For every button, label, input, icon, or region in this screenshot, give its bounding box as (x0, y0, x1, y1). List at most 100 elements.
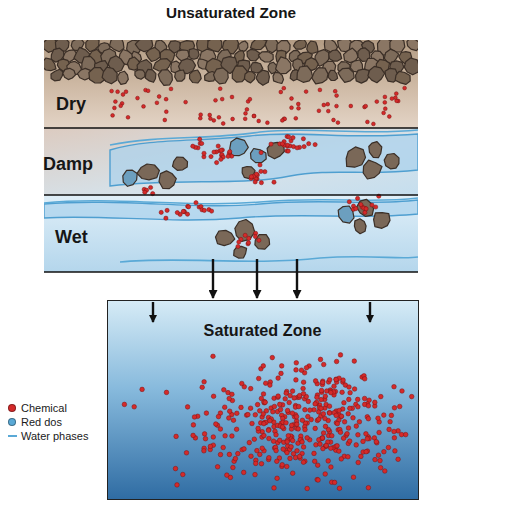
chemical-dot (388, 419, 393, 424)
chemical-dot (334, 377, 339, 382)
chemical-dot (253, 472, 258, 477)
chemical-dot (383, 101, 387, 105)
chemical-dot (191, 144, 195, 148)
chemical-dot (222, 388, 227, 393)
band-label: Damp (43, 154, 117, 176)
chemical-dot (347, 397, 352, 402)
saturated-box (108, 301, 419, 500)
chemical-dot (378, 465, 383, 470)
soil-grain (258, 52, 273, 62)
chemical-dot (338, 430, 343, 435)
chemical-dot (382, 111, 386, 115)
chemical-dot (271, 439, 276, 444)
chemical-dot (348, 406, 353, 411)
soil-grain (242, 167, 255, 179)
chemical-dot (274, 448, 279, 453)
soil-grain (145, 69, 156, 82)
chemical-dot (315, 477, 320, 482)
chemical-dot (346, 411, 351, 416)
chemical-dot (334, 413, 339, 418)
chemical-dot (320, 380, 325, 385)
chemical-dot (174, 434, 179, 439)
chemical-dot (280, 462, 285, 467)
chemical-dot (315, 463, 320, 468)
chemical-dot (230, 392, 235, 397)
chemical-dot (236, 451, 241, 456)
chemical-dot (271, 409, 276, 414)
chemical-dot (319, 388, 324, 393)
chemical-dot (175, 483, 180, 488)
soil-grain (395, 71, 410, 84)
chemical-dot (347, 385, 352, 390)
chemical-dot (299, 368, 304, 373)
soil-grain (354, 219, 366, 234)
chemical-dot (290, 106, 294, 110)
chemical-dot (296, 404, 301, 409)
chemical-dot (292, 396, 297, 401)
chemical-dot (261, 412, 266, 417)
soil-grain (102, 67, 117, 84)
chemical-dot (191, 433, 196, 438)
chemical-dot (289, 423, 294, 428)
chemical-dot (288, 393, 293, 398)
chemical-dot (275, 476, 280, 481)
chemical-dot (261, 364, 266, 369)
chemical-dot (288, 456, 293, 461)
band-divider (44, 127, 418, 128)
chemical-dot (285, 464, 290, 469)
chemical-dot (355, 397, 360, 402)
chemical-dot (301, 386, 306, 391)
chemical-dot (365, 437, 370, 442)
chemical-dot (349, 104, 353, 108)
legend-text: Chemical (21, 402, 67, 414)
chemical-dot (364, 207, 368, 211)
moisture-band: Wet (44, 224, 123, 254)
soil-grain (230, 138, 249, 156)
chemical-dot (312, 451, 317, 456)
chemical-dot (359, 202, 363, 206)
chemical-dot (173, 466, 178, 471)
chemical-dot (393, 449, 398, 454)
soil-grain (44, 58, 56, 71)
chemical-dot (313, 402, 318, 407)
chemical-dot (354, 443, 359, 448)
zone-title: Saturated Zone (107, 321, 418, 340)
flow-arrow (152, 302, 154, 322)
soil-grain (175, 70, 185, 81)
chemical-dot (306, 399, 311, 404)
legend-line-sample (8, 435, 17, 437)
chemical-dot (279, 364, 284, 369)
chemical-dot (227, 452, 232, 457)
chemical-dot (181, 209, 185, 213)
chemical-dot (230, 434, 235, 439)
chemical-dot (376, 453, 381, 458)
chemical-dot (111, 114, 115, 118)
chemical-dot (332, 118, 336, 122)
chemical-dot (236, 244, 240, 248)
chemical-dot (324, 444, 329, 449)
chemical-dot (400, 389, 405, 394)
chemical-dot (383, 95, 387, 99)
chemical-dot (301, 391, 306, 396)
soil-grain (159, 171, 176, 189)
chemical-dot (366, 120, 370, 124)
chemical-dot (192, 415, 197, 420)
chemical-dot (252, 114, 256, 118)
chemical-dot (295, 449, 300, 454)
chemical-dot (164, 97, 168, 101)
chemical-dot (124, 90, 128, 94)
chemical-dot (337, 486, 342, 491)
chemical-dot (116, 90, 120, 94)
chemical-dot (387, 115, 391, 119)
soil-grain (294, 40, 307, 49)
chemical-dot (249, 175, 253, 179)
chemical-dot (191, 423, 196, 428)
band-label: Wet (55, 227, 123, 249)
chemical-dot (295, 422, 300, 427)
chemical-dot (387, 427, 392, 432)
chemical-dot (308, 408, 313, 413)
chemical-dot (373, 400, 378, 405)
chemical-dot (214, 98, 218, 102)
soil-grain (51, 69, 63, 81)
soil-grain (273, 72, 284, 83)
